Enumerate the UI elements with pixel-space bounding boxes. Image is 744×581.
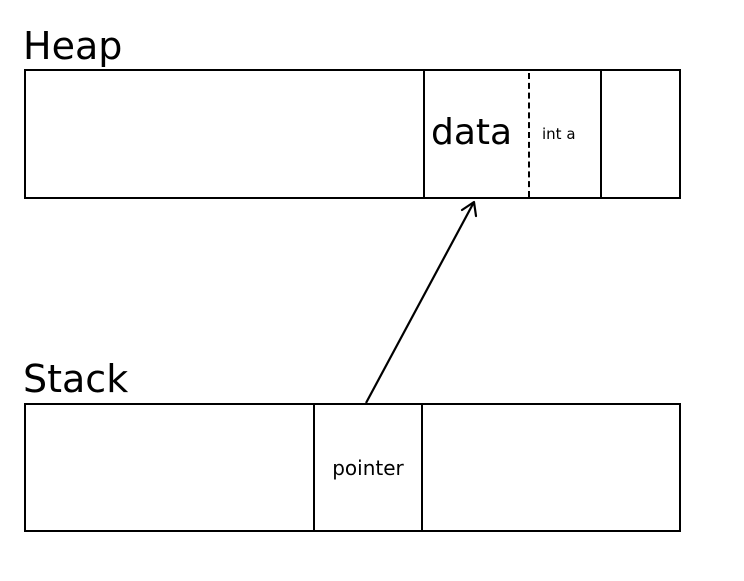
pointer-arrow-line xyxy=(365,201,475,404)
stack-title: Stack xyxy=(23,357,129,401)
heap-empty-cell-left xyxy=(26,71,423,197)
arrowhead-icon xyxy=(460,200,478,218)
heap-field-label: int a xyxy=(542,125,576,143)
stack-pointer-label: pointer xyxy=(332,455,404,480)
stack-memory-bar: pointer xyxy=(24,403,681,532)
heap-title: Heap xyxy=(23,24,123,68)
stack-pointer-cell: pointer xyxy=(313,405,421,530)
heap-field-divider xyxy=(528,73,530,197)
heap-data-label: data xyxy=(431,112,513,153)
stack-empty-cell-right xyxy=(421,405,679,530)
heap-data-cell: data int a xyxy=(423,71,600,197)
stack-empty-cell-left xyxy=(26,405,313,530)
heap-empty-cell-right xyxy=(600,71,679,197)
heap-memory-bar: data int a xyxy=(24,69,681,199)
